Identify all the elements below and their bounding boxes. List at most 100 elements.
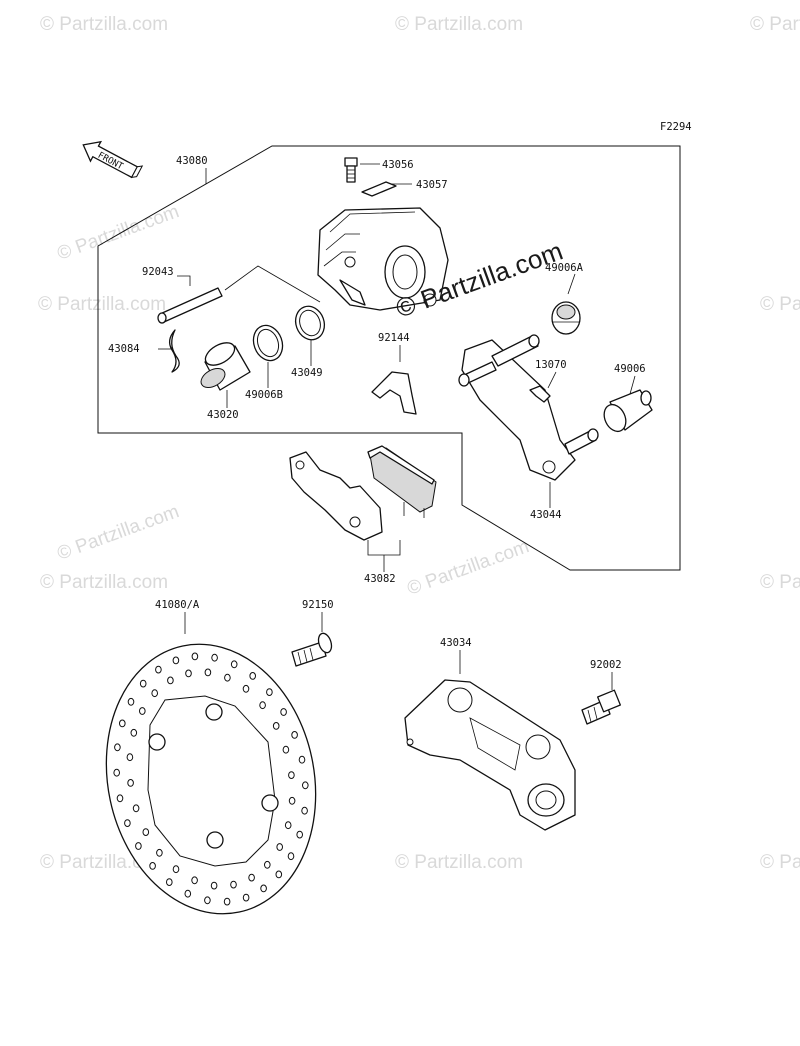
disc-vent-hole (132, 804, 140, 813)
caliper-pin (157, 287, 223, 324)
caliper-bracket (458, 334, 599, 481)
disc-vent-hole (284, 821, 292, 830)
disc-vent-hole (184, 889, 192, 898)
watermark-text: © Partzilla.com (40, 572, 168, 593)
disc-vent-hole (185, 669, 192, 678)
watermark-text: © Partzilla.com (55, 201, 182, 265)
pin-leader (224, 265, 321, 303)
disc-vent-hole (126, 753, 134, 762)
caliper-body (317, 207, 449, 311)
disc-vent-hole (288, 771, 295, 779)
label-43049: 43049 (291, 367, 323, 379)
disc-vent-hole (113, 768, 120, 777)
disc-vent-hole (114, 743, 121, 752)
label-43057: 43057 (416, 179, 448, 191)
label-43044: 43044 (530, 509, 562, 521)
disc-vent-hole (151, 689, 158, 698)
disc-vent-hole (287, 852, 295, 861)
watermark-text: © Partzilla.com (395, 852, 523, 873)
watermark-text: © Partzilla.com (38, 294, 166, 315)
disc-vent-hole (130, 728, 138, 737)
disc-vent-hole (296, 830, 304, 839)
watermark-text: © Partzilla.com (760, 852, 800, 873)
disc-vent-hole (172, 865, 180, 874)
disc-vent-hole (298, 755, 306, 764)
part-labels: 43080 43056 43057 92043 49006A 43084 921… (108, 155, 646, 671)
disc-vent-hole (191, 876, 198, 885)
disc-vent-hole (167, 676, 174, 685)
diagram-code: F2294 (660, 121, 692, 133)
disc-vent-hole (139, 707, 146, 715)
disc-vent-hole (210, 881, 218, 890)
watermark-text: © Partzilla.com (55, 501, 182, 565)
label-43082: 43082 (364, 573, 396, 585)
label-49006A: 49006A (545, 262, 584, 274)
watermark-text: © Partzilla.com (760, 294, 800, 315)
disc-vent-hole (142, 828, 150, 836)
disc-vent-hole (259, 701, 266, 710)
disc-vent-hole (275, 870, 283, 879)
disc-vent-hole (166, 878, 173, 886)
disc-vent-hole (230, 660, 238, 669)
label-92002: 92002 (590, 659, 622, 671)
disc-vent-hole (242, 893, 250, 902)
disc-vent-hole (266, 688, 273, 696)
disc-vent-hole (155, 665, 162, 674)
disc-vent-hole (248, 873, 255, 882)
disc-vent-hole (249, 672, 256, 680)
disc-vent-hole (156, 848, 163, 857)
front-arrow-icon: FRONT (82, 140, 144, 179)
disc-vent-hole (124, 819, 131, 827)
label-43080: 43080 (176, 155, 208, 167)
label-92150: 92150 (302, 599, 334, 611)
label-43056: 43056 (382, 159, 414, 171)
retaining-clip (168, 329, 180, 373)
disc-vent-hole (127, 779, 134, 787)
watermark-text: © Partzilla.com (760, 572, 800, 593)
disc-vent-hole (264, 860, 271, 869)
disc-vent-hole (135, 842, 142, 850)
pad-spring (371, 371, 417, 415)
label-92043: 92043 (142, 266, 174, 278)
leader-lines (158, 163, 636, 690)
bleeder-valve (344, 157, 358, 183)
holder-bolt (581, 689, 621, 725)
disc-vent-hole (291, 731, 298, 739)
guide-plate (529, 385, 551, 403)
bleeder-cap (361, 181, 397, 197)
label-49006: 49006 (614, 363, 646, 375)
label-49006B: 49006B (245, 389, 283, 401)
disc-vent-hole (260, 884, 267, 893)
disc-vent-hole (149, 862, 156, 870)
disc-vent-hole (119, 719, 126, 728)
disc-vent-hole (191, 652, 199, 661)
disc-vent-hole (224, 673, 231, 682)
rubber-boot-a (551, 301, 581, 335)
disc-vent-hole (230, 880, 237, 889)
disc-vent-hole (301, 806, 308, 815)
disc-vent-hole (282, 745, 290, 754)
disc-vent-hole (127, 697, 135, 706)
disc-vent-hole (211, 653, 218, 662)
disc-vent-hole (280, 708, 287, 716)
disc-vent-hole (116, 794, 124, 803)
label-43034: 43034 (440, 637, 472, 649)
watermark-text: © Partzilla.com (405, 536, 532, 600)
disc-vent-hole (302, 781, 309, 790)
disc-vent-hole (272, 722, 280, 730)
disc-bolt (291, 632, 333, 667)
disc-vent-hole (204, 896, 211, 905)
disc-vent-hole (204, 668, 212, 677)
watermark-text: © Partzilla.com (750, 14, 800, 35)
watermark-text: © Partzilla.com (40, 14, 168, 35)
assembly-outline (97, 145, 681, 571)
caliper-holder (404, 679, 576, 831)
label-43020: 43020 (207, 409, 239, 421)
disc-vent-hole (276, 843, 284, 851)
piston (200, 342, 251, 391)
disc-vent-hole (139, 679, 147, 688)
label-43084: 43084 (108, 343, 140, 355)
disc-vent-hole (223, 897, 231, 906)
disc-vent-hole (288, 796, 296, 805)
